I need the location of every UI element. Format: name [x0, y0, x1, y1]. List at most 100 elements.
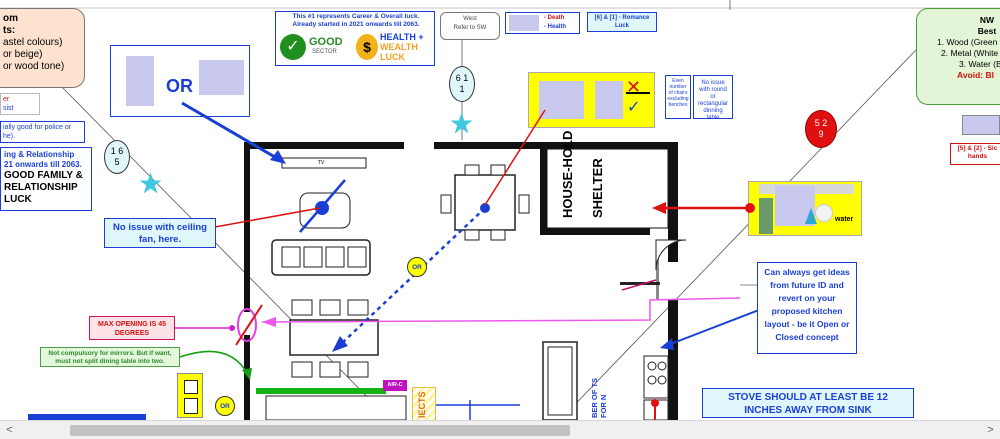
rotated-note: BER OF TS FOR N: [590, 377, 608, 418]
ceiling-fan-note: No issue with ceiling fan, here.: [104, 218, 216, 248]
image-placeholder: [759, 198, 773, 234]
arrow-to-tv: [181, 101, 281, 162]
bottom-cabinet: [265, 395, 407, 420]
dining-pointer: [484, 109, 546, 206]
star-numbers: 5: [114, 157, 120, 167]
door-swing: [655, 239, 687, 271]
career-luck-box: This #1 represents Career & Overall luck…: [275, 11, 435, 66]
arrowhead: [652, 202, 666, 214]
max-opening-note: MAX OPENING IS 45 DEGREES: [89, 316, 175, 340]
burner: [647, 375, 657, 385]
door-frame: [656, 240, 659, 300]
arrowhead: [660, 338, 674, 350]
or-label: OR: [166, 76, 193, 96]
door-leaf: [620, 282, 660, 285]
note-line: Avoid: Bl: [957, 70, 994, 80]
note-line: he).: [3, 133, 16, 140]
objects-box: IECTS: [412, 387, 436, 420]
wall-top-left: [244, 142, 404, 149]
note-line: ing & Relationship: [4, 150, 75, 159]
image-placeholder: [199, 60, 244, 95]
mirror-note: Not compulsory for mirrors. But if want,…: [40, 347, 180, 367]
chair: [291, 361, 313, 378]
note-line: om: [3, 13, 18, 24]
note-line: [6] & [1] - Romance: [594, 15, 650, 21]
sofa-cushion: [325, 246, 345, 268]
sofa-cushion: [303, 246, 323, 268]
scroll-left-button[interactable]: <: [6, 424, 13, 436]
chair: [518, 194, 530, 214]
green-ledge: [256, 388, 386, 394]
sector-label: SECTOR: [312, 49, 337, 55]
objects-label: IECTS: [417, 391, 427, 418]
ceiling-fan-pointer: [214, 207, 321, 228]
star-icon: ★: [449, 108, 475, 139]
check-icon: ✓: [280, 34, 306, 60]
note-line: RELATIONSHIP: [4, 182, 78, 193]
note-line: NW: [979, 15, 995, 25]
sofa-cushion: [347, 246, 367, 268]
shelter-label-line: SHELTER: [590, 158, 605, 218]
note-line: or wood tone): [3, 61, 65, 72]
note-line: This #1 represents Career & Overall luck…: [292, 13, 420, 20]
scroll-right-button[interactable]: >: [987, 424, 994, 436]
fan-icon: [315, 201, 329, 215]
note-line: 3. Water (Bl: [959, 59, 1000, 69]
wall-left-lower: [244, 335, 250, 420]
floor-plan-drawing: [28, 101, 780, 420]
arrow-origin: [480, 203, 490, 213]
or-badge: OR: [215, 396, 235, 416]
note-line: [5] & [2] - Sic: [957, 145, 998, 152]
household-shelter-label: HOUSE-HOLD SHELTER: [557, 131, 657, 222]
note-line: hands: [967, 153, 988, 160]
window-marker: [237, 308, 257, 342]
note-line: 1. Wood (Green: [937, 37, 998, 47]
burner: [647, 361, 657, 371]
star-numbers: 1: [459, 84, 465, 94]
chair: [319, 299, 341, 316]
sphere-icon: [815, 204, 833, 222]
scroll-thumb[interactable]: [70, 425, 570, 436]
mirror-icon: [184, 398, 198, 414]
table-shape-note: No issue with round or rectangular dinni…: [693, 75, 733, 121]
note-line: sist: [3, 105, 14, 112]
note-line: astel colours): [3, 37, 63, 48]
note-line: 21 onwards till 2063.: [4, 160, 82, 169]
family-relationship-box: ing & Relationship 21 onwards till 2063.…: [0, 147, 92, 211]
even-chairs-note: Even number of chairs excluding benches: [665, 75, 691, 119]
pointer-dot: [651, 399, 659, 407]
horizontal-scrollbar[interactable]: < >: [0, 420, 1000, 439]
water-drop-icon: [805, 208, 817, 224]
note-line: er: [3, 96, 10, 103]
wall-left-upper: [244, 142, 250, 312]
arrowhead: [332, 336, 348, 352]
chair: [347, 361, 369, 378]
dashed-arrow: [339, 207, 486, 346]
note-line: - Health: [544, 24, 567, 30]
pink-path: [261, 297, 741, 323]
blue-bar: [28, 414, 146, 420]
note-line: 2. Metal (White: [941, 48, 999, 58]
chair: [490, 229, 506, 241]
chair: [464, 164, 480, 176]
mirror-icon-box: [177, 373, 203, 418]
image-placeholder: [595, 81, 623, 119]
arrowhead: [270, 150, 286, 164]
good-label: GOOD: [309, 36, 343, 48]
aircon-label: AIR-C: [383, 380, 407, 391]
image-placeholder: [126, 56, 154, 106]
note-line: ially good for police or: [3, 124, 72, 131]
note-line: ts:: [3, 25, 16, 36]
note-line: LUCK: [4, 194, 32, 205]
divider: [626, 92, 650, 94]
stove-distance-note: STOVE SHOULD AT LEAST BE 12 INCHES AWAY …: [702, 388, 914, 418]
image-placeholder: [539, 81, 584, 119]
or-badge: OR: [407, 257, 427, 277]
stove: [643, 355, 669, 399]
star-numbers: 1 6: [110, 146, 124, 156]
burner: [657, 375, 667, 385]
fridge: [542, 341, 578, 420]
chair: [319, 361, 341, 378]
nw-sector-box: NW Best 1. Wood (Green 2. Metal (White 3…: [916, 8, 1000, 105]
chair: [490, 164, 506, 176]
